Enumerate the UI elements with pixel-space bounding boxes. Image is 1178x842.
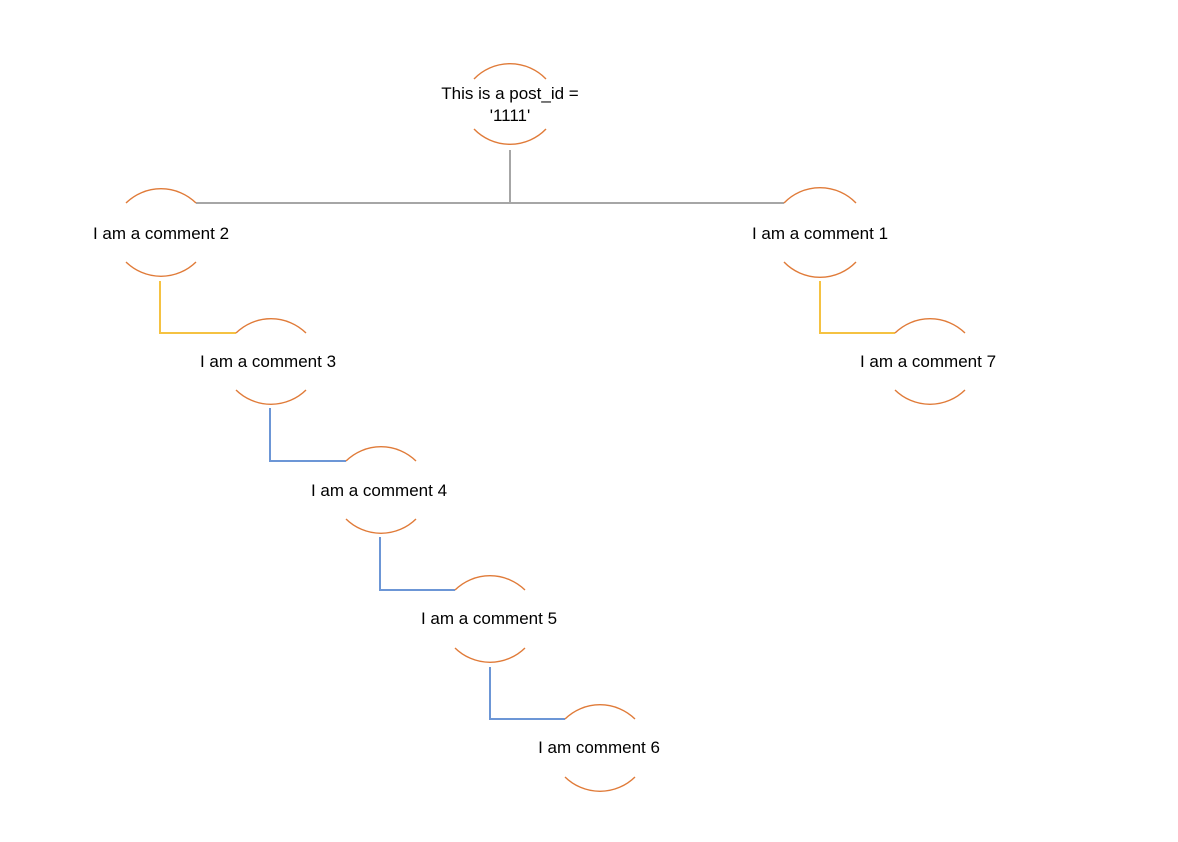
root-label-line2: '1111' [490, 106, 531, 125]
comment-2-label: I am a comment 2 [93, 224, 229, 243]
node-comment-7: I am a comment 7 [860, 318, 996, 405]
node-outline-top [235, 318, 307, 334]
node-outline-top [894, 318, 966, 334]
node-outline-bottom [235, 389, 307, 405]
node-outline-bottom [894, 389, 966, 405]
comment-7-label: I am a comment 7 [860, 352, 996, 371]
node-outline-top [454, 575, 526, 591]
node-comment-5: I am a comment 5 [421, 575, 557, 663]
comment5-to-comment6-connector [489, 667, 565, 720]
node-comment-6: I am comment 6 [538, 704, 660, 792]
node-outline-bottom [473, 128, 547, 146]
node-outline-bottom [564, 776, 636, 792]
comment-4-label: I am a comment 4 [311, 481, 447, 500]
node-outline-top [783, 186, 857, 204]
connectors [159, 150, 895, 720]
node-outline-bottom [783, 261, 857, 279]
comment4-to-comment5-connector [379, 537, 455, 591]
node-outline-top [345, 446, 417, 462]
node-outline-bottom [125, 261, 197, 277]
node-outline-top [125, 188, 197, 204]
comment2-to-comment3-connector [159, 281, 236, 334]
node-outline-bottom [454, 647, 526, 663]
comment3-to-comment4-connector [269, 408, 346, 462]
node-comment-1: I am a comment 1 [752, 186, 888, 279]
node-root: This is a post_id = '1111' [441, 62, 579, 146]
comment-3-label: I am a comment 3 [200, 352, 336, 371]
node-outline-top [564, 704, 636, 720]
node-comment-4: I am a comment 4 [311, 446, 447, 534]
node-comment-3: I am a comment 3 [200, 318, 336, 405]
node-outline-top [473, 62, 547, 80]
comment-5-label: I am a comment 5 [421, 609, 557, 628]
node-outline-bottom [345, 518, 417, 534]
comment1-to-comment7-connector [819, 281, 895, 334]
node-comment-2: I am a comment 2 [93, 188, 229, 277]
comment-6-label: I am comment 6 [538, 738, 660, 757]
root-label-line1: This is a post_id = [441, 84, 579, 103]
comment-1-label: I am a comment 1 [752, 224, 888, 243]
